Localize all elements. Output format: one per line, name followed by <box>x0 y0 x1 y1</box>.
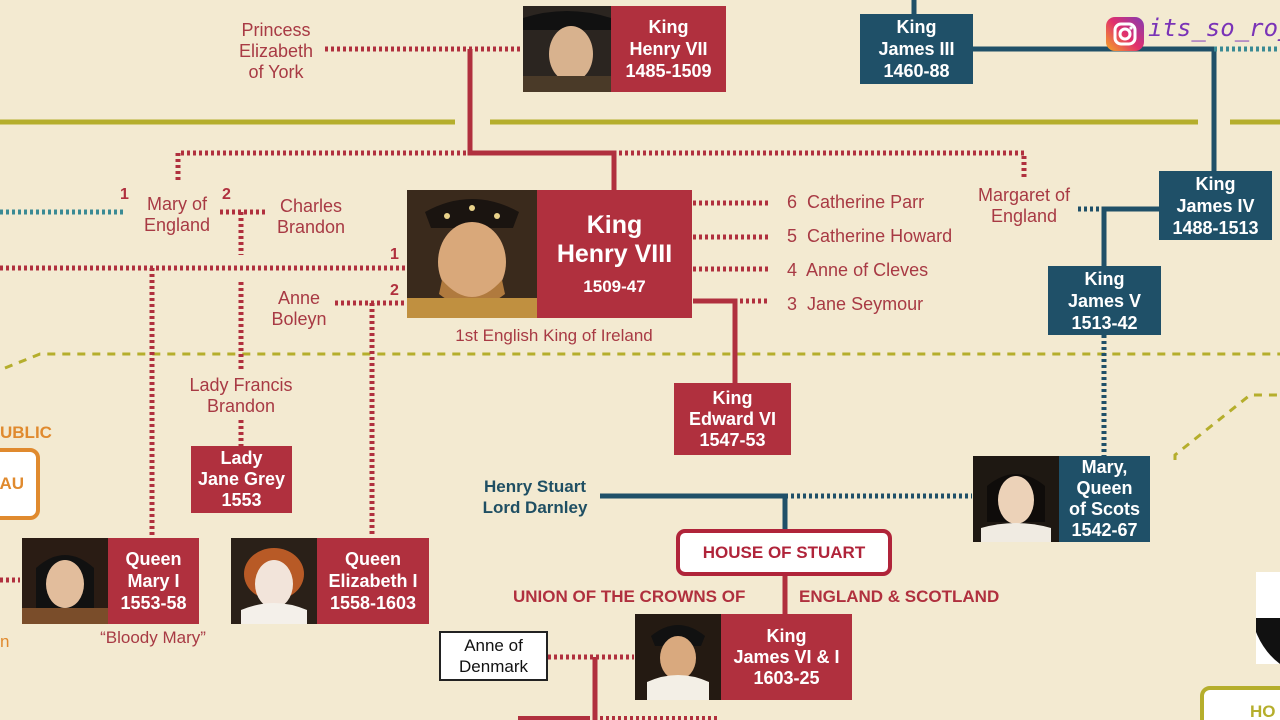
lady-francis-label: Lady Francis Brandon <box>189 375 293 416</box>
marriage-number: 2 <box>390 282 399 299</box>
henry8-portrait <box>407 190 537 318</box>
union-label-right: ENGLAND & SCOTLAND <box>799 587 1000 606</box>
anne-boleyn-label: Anne Boleyn <box>271 288 327 329</box>
edge-box: AU <box>0 448 40 520</box>
marriage-number: 1 <box>390 246 399 263</box>
mary-of-england-label: Mary of England <box>143 194 211 235</box>
edge-shield <box>1256 572 1280 664</box>
house-of-stuart-label: HOUSE OF STUART <box>676 529 892 576</box>
descent-line <box>693 298 738 383</box>
mary1-portrait <box>22 538 108 624</box>
edge-label: UBLIC <box>0 423 52 442</box>
darnley-label: Henry Stuart Lord Darnley <box>482 477 588 517</box>
mary1-box: Queen Mary I 1553-58 <box>108 538 199 624</box>
margaret-label: Margaret of England <box>977 185 1071 226</box>
marriage-number: 2 <box>222 186 231 203</box>
union-label-left: UNION OF THE CROWNS OF <box>513 587 746 606</box>
lady-jane-grey-box: Lady Jane Grey 1553 <box>191 446 292 513</box>
henry8-title: King Henry VIII <box>556 211 673 268</box>
charles-brandon-label: Charles Brandon <box>276 196 346 237</box>
henry7-years: 1485-1509 <box>625 61 712 81</box>
james6-box: King James VI & I 1603-25 <box>721 614 852 700</box>
region-boundary <box>1173 393 1280 460</box>
region-boundary <box>4 352 1280 370</box>
henry8-box: King Henry VIII 1509-47 <box>537 190 692 318</box>
princess-elizabeth-label: Princess Elizabeth of York <box>238 20 314 82</box>
elizabeth1-portrait <box>231 538 317 624</box>
james3-box: King James III 1460-88 <box>860 14 973 84</box>
henry8-caption: 1st English King of Ireland <box>455 326 653 345</box>
wife-item: 5 Catherine Howard <box>787 226 953 246</box>
henry7-box: King Henry VII 1485-1509 <box>611 6 726 92</box>
elizabeth1-box: Queen Elizabeth I 1558-1603 <box>317 538 429 624</box>
edge-label: n <box>0 632 10 651</box>
mary-scots-box: Mary, Queen of Scots 1542-67 <box>1059 456 1150 542</box>
james6-portrait <box>635 614 721 700</box>
wife-item: 3 Jane Seymour <box>787 294 924 314</box>
edward6-box: King Edward VI 1547-53 <box>674 383 791 455</box>
watermark-handle: its_so_roya <box>1148 14 1280 42</box>
instagram-icon <box>1106 17 1144 51</box>
bloody-mary-label: “Bloody Mary” <box>100 628 206 647</box>
henry7-portrait <box>523 6 611 92</box>
wife-item: 4 Anne of Cleves <box>787 260 929 280</box>
descent-line <box>972 46 1217 171</box>
anne-of-denmark-box: Anne of Denmark <box>439 631 548 681</box>
henry7-title: King Henry VII <box>629 17 708 59</box>
henry8-years: 1509-47 <box>583 277 646 296</box>
james5-box: King James V 1513-42 <box>1048 266 1161 335</box>
marriage-number: 1 <box>120 186 129 203</box>
edge-box: HO <box>1200 686 1280 720</box>
sibling-line <box>175 150 1027 180</box>
mary-scots-portrait <box>973 456 1059 542</box>
wife-item: 6 Catherine Parr <box>787 192 925 212</box>
descent-line <box>1101 206 1160 266</box>
james4-box: King James IV 1488-1513 <box>1159 171 1272 240</box>
